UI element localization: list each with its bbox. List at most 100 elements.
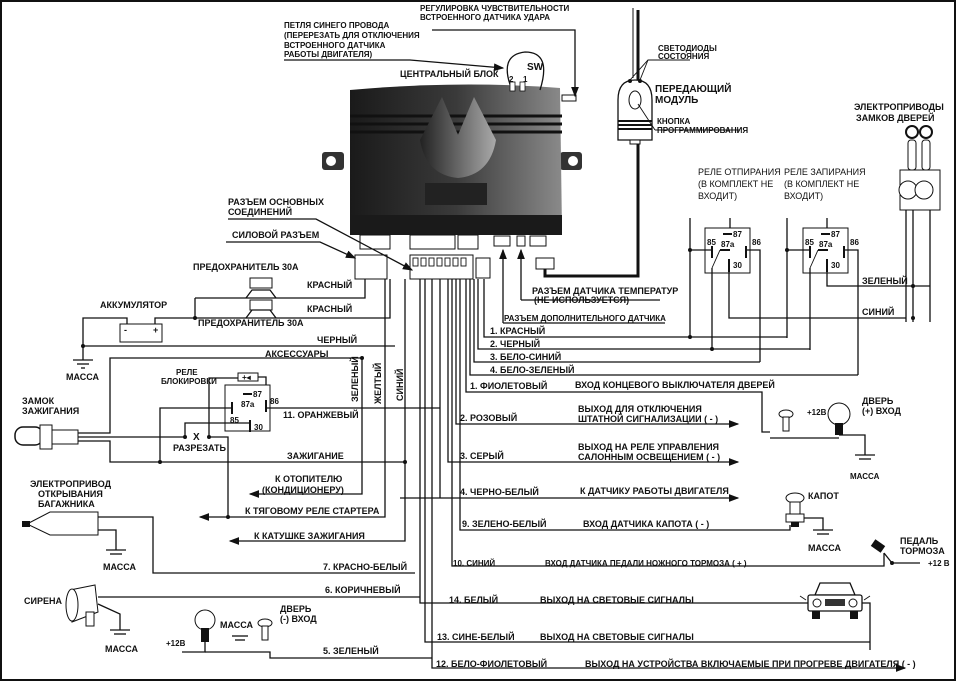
output-2-desc-line2: ШТАТНОЙ СИГНАЛИЗАЦИИ ( - ) <box>578 413 718 424</box>
siren-ground-label: МАССА <box>105 644 139 654</box>
door-pos-12v-label: +12В <box>807 408 827 417</box>
central-unit: SW 2 1 ЦЕНТРАЛЬНЫЙ БЛОК <box>322 51 582 280</box>
relay-lock-line2: (В КОМПЛЕКТ НЕ <box>784 179 859 189</box>
output-14-wire: 14. БЕЛЫЙ <box>449 594 498 605</box>
orange-wire-label: 11. ОРАНЖЕВЫЙ <box>283 409 359 420</box>
label: 87a <box>241 400 255 409</box>
output-3-desc-line2: САЛОННЫМ ОСВЕЩЕНИЕМ ( - ) <box>578 452 720 462</box>
right-devices: +12В ДВЕРЬ (+) ВХОД МАССА КАПОТ МАССА ПЕ… <box>770 396 950 619</box>
output-3-wire: 3. СЕРЫЙ <box>460 450 504 461</box>
trunk-line2: ОТКРЫВАНИЯ <box>38 489 103 499</box>
main-connector-line1: РАЗЪЕМ ОСНОВНЫХ <box>228 197 324 207</box>
label: 86 <box>850 238 859 247</box>
label: 30 <box>831 261 840 270</box>
wire-green-label: ЗЕЛЕНЫЙ <box>862 275 908 286</box>
output-10-wire: 10. СИНИЙ <box>453 559 495 568</box>
extra-connector-label: РАЗЪЕМ ДОПОЛНИТЕЛЬНОГО ДАТЧИКА <box>504 314 666 323</box>
output-2-desc-line1: ВЫХОД ДЛЯ ОТКЛЮЧЕНИЯ <box>578 404 702 414</box>
cut-label: РАЗРЕЗАТЬ <box>173 443 227 453</box>
leds-line2: СОСТОЯНИЯ <box>658 52 709 61</box>
central-unit-title: ЦЕНТРАЛЬНЫЙ БЛОК <box>400 68 499 79</box>
door-lock-actuators: ЭЛЕКТРОПРИВОДЫ ЗАМКОВ ДВЕРЕЙ <box>854 102 944 322</box>
to-starter-label: К ТЯГОВОМУ РЕЛЕ СТАРТЕРА <box>245 506 380 516</box>
red-wire-1-label: КРАСНЫЙ <box>307 279 352 290</box>
label: 30 <box>254 423 263 432</box>
button-line2: ПРОГРАММИРОВАНИЯ <box>657 126 748 135</box>
red-white-wire-label: 7. КРАСНО-БЕЛЫЙ <box>323 561 407 572</box>
brake-pedal-icon <box>870 539 886 553</box>
label: 85 <box>230 416 239 425</box>
door-pos-switch-icon <box>782 416 790 432</box>
label: +◂ <box>242 373 252 382</box>
plus12-left-label: +12В <box>166 639 186 648</box>
vertical-green-label: ЗЕЛЕНЫЙ <box>349 356 360 402</box>
sw-pin-1: 1 <box>523 75 528 84</box>
wire-1-red: 1. КРАСНЫЙ <box>490 325 545 336</box>
door-neg-ground-label: МАССА <box>220 620 254 630</box>
door-neg-line2: (-) ВХОД <box>280 614 317 624</box>
module-line2: МОДУЛЬ <box>655 95 698 106</box>
wire-3-white-blue: 3. БЕЛО-СИНИЙ <box>490 351 561 362</box>
power-connector-label: СИЛОВОЙ РАЗЪЕМ <box>232 229 319 240</box>
label: + <box>153 325 158 335</box>
label: 87 <box>831 230 840 239</box>
vertical-yellow-label: ЖЕЛТЫЙ <box>372 363 383 405</box>
output-9-desc: ВХОД ДАТЧИКА КАПОТА ( - ) <box>583 519 709 529</box>
output-2-wire: 2. РОЗОВЫЙ <box>460 412 517 423</box>
leds-line1: СВЕТОДИОДЫ <box>658 44 717 53</box>
fuse-bottom-label: ПРЕДОХРАНИТЕЛЬ 30А <box>198 318 304 328</box>
sw-pin-2: 2 <box>509 75 514 84</box>
output-labels: 1. ФИОЛЕТОВЫЙ ВХОД КОНЦЕВОГО ВЫКЛЮЧАТЕЛЯ… <box>436 379 916 669</box>
cut-mark: X <box>193 432 200 443</box>
brake-line1: ПЕДАЛЬ <box>900 536 939 546</box>
door-pos-lamp-icon <box>827 402 851 426</box>
brown-wire-label: 6. КОРИЧНЕВЫЙ <box>325 584 401 595</box>
hood-ground-label: МАССА <box>808 543 842 553</box>
ignition-lock-line1: ЗАМОК <box>22 396 55 406</box>
block-relay-line1: РЕЛЕ <box>176 368 198 377</box>
sw-label: SW <box>527 62 544 73</box>
transmitter-module: СВЕТОДИОДЫ СОСТОЯНИЯ ПЕРЕДАЮЩИЙ МОДУЛЬ К… <box>617 8 748 145</box>
ignition-label: ЗАЖИГАНИЕ <box>287 451 344 461</box>
siren-label: СИРЕНА <box>24 596 62 606</box>
output-13-wire: 13. СИНЕ-БЕЛЫЙ <box>437 631 515 642</box>
vertical-blue-label: СИНИЙ <box>394 369 405 401</box>
ground-label: МАССА <box>66 372 100 382</box>
output-13-desc: ВЫХОД НА СВЕТОВЫЕ СИГНАЛЫ <box>540 632 694 642</box>
hood-label: КАПОТ <box>808 491 839 501</box>
trunk-actuator-icon <box>25 511 99 536</box>
blue-loop-line3: ВСТРОЕННОГО ДАТЧИКА <box>284 41 386 50</box>
module-line1: ПЕРЕДАЮЩИЙ <box>655 82 731 95</box>
label: 85 <box>707 238 716 247</box>
relay-unlock-line2: (В КОМПЛЕКТ НЕ <box>698 179 773 189</box>
door-neg-line1: ДВЕРЬ <box>280 604 312 614</box>
red-wire-2-label: КРАСНЫЙ <box>307 303 352 314</box>
to-coil-label: К КАТУШКЕ ЗАЖИГАНИЯ <box>254 531 365 541</box>
brake-line2: ТОРМОЗА <box>900 546 945 556</box>
label: 87 <box>733 230 742 239</box>
left-devices: ЭЛЕКТРОПРИВОД ОТКРЫВАНИЯ БАГАЖНИКА МАССА… <box>22 479 432 659</box>
main-connector <box>409 254 474 280</box>
fuse-top-label: ПРЕДОХРАНИТЕЛЬ 30А <box>193 262 299 272</box>
display-window <box>425 183 487 205</box>
output-1-wire: 1. ФИОЛЕТОВЫЙ <box>470 380 547 391</box>
wire-4-white-green: 4. БЕЛО-ЗЕЛЕНЫЙ <box>490 364 575 375</box>
shock-sensor-knob <box>561 94 577 102</box>
ignition-circuit: ЗАМОК ЗАЖИГАНИЯ ЗАЖИГАНИЕ РЕЛЕ БЛОКИРОВК… <box>14 279 440 545</box>
door-locks-title-line2: ЗАМКОВ ДВЕРЕЙ <box>856 112 935 123</box>
wire-2-black: 2. ЧЕРНЫЙ <box>490 338 540 349</box>
output-12-desc: ВЫХОД НА УСТРОЙСТВА ВКЛЮЧАЕМЫЕ ПРИ ПРОГР… <box>585 658 916 669</box>
main-connector-line2: СОЕДИНЕНИЙ <box>228 206 292 217</box>
trunk-ground-label: МАССА <box>103 562 137 572</box>
relay-unlock-line3: ВХОДИТ) <box>698 191 737 201</box>
shock-adjust-line2: ВСТРОЕННОГО ДАТЧИКА УДАРА <box>420 13 550 22</box>
blue-loop-line1: ПЕТЛЯ СИНЕГО ПРОВОДА <box>284 21 389 30</box>
ignition-lock-line2: ЗАЖИГАНИЯ <box>22 406 79 416</box>
output-10-desc: ВХОД ДАТЧИКА ПЕДАЛИ НОЖНОГО ТОРМОЗА ( + … <box>545 559 747 568</box>
logo-icon <box>420 97 496 178</box>
door-lock-wiring: ЗЕЛЕНЫЙ СИНИЙ 1. КРАСНЫЙ 2. ЧЕРНЫЙ 3. БЕ… <box>469 218 930 376</box>
door-pos-line1: ДВЕРЬ <box>862 396 894 406</box>
label: 87a <box>819 240 833 249</box>
